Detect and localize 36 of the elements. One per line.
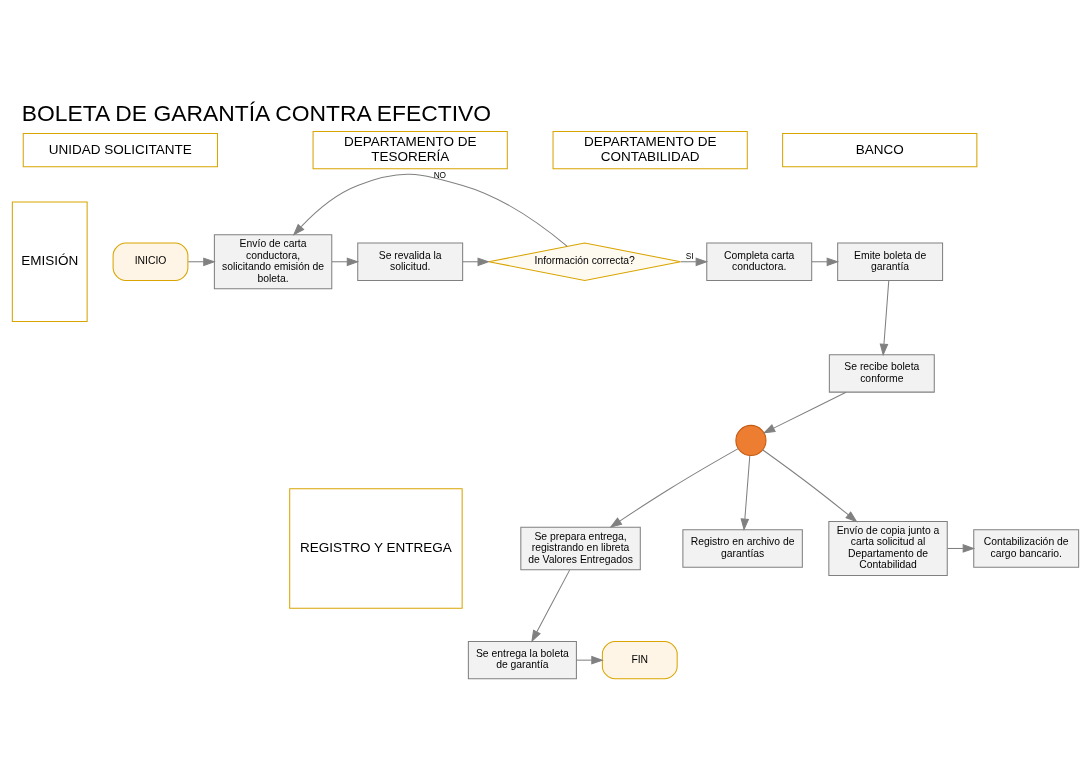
arrow [946,544,976,553]
node-box: Envío de carta conductora, solicitando emisión de boleta. [213,234,333,290]
arrow [762,391,847,434]
node-box: DEPARTAMENTO DE TESORERÍA [312,130,508,170]
node-box: Contabilización de cargo bancario. [973,529,1080,568]
node-box: Se revalida la solicitud. [357,242,464,281]
node-diamond: Información correcta? [488,242,682,281]
node-box: REGISTRO Y ENTREGA [289,488,463,609]
diagram-title: BOLETA DE GARANTÍA CONTRA EFECTIVO [21,99,492,126]
arrow [762,449,858,523]
node-box: Envío de copia junto a carta solicitud al Departamento de Contabilidad [828,520,948,576]
arrow [187,257,216,267]
arrow [331,257,360,267]
node-box: FIN [601,640,678,680]
node-box: Emite boleta de garantía [837,242,944,281]
node-box: Se prepara entrega, registrando en libreta de Valores Entregados [520,526,641,571]
node-box: UNIDAD SOLICITANTE [22,132,218,168]
arrow [740,455,751,532]
node-box: INICIO [112,242,189,281]
node-box: Completa carta conductora. [706,242,813,281]
node-box: Se entrega la boleta de garantía [467,640,577,680]
arrow [531,569,571,643]
arrow [292,173,568,247]
node-circle [735,424,767,456]
node-box: Se recibe boleta conforme [828,354,935,393]
node-box: DEPARTAMENTO DE CONTABILIDAD [552,130,748,170]
arrow [576,655,604,665]
node-box: EMISIÓN [11,201,88,322]
arrow [879,280,890,357]
arrow [680,257,709,267]
edge-label: NO [433,170,447,181]
edge-label: SI [685,251,694,262]
node-box: Registro en archivo de garantías [682,529,803,568]
arrow [609,448,739,528]
arrow [811,257,840,267]
node-box: BANCO [782,132,978,168]
